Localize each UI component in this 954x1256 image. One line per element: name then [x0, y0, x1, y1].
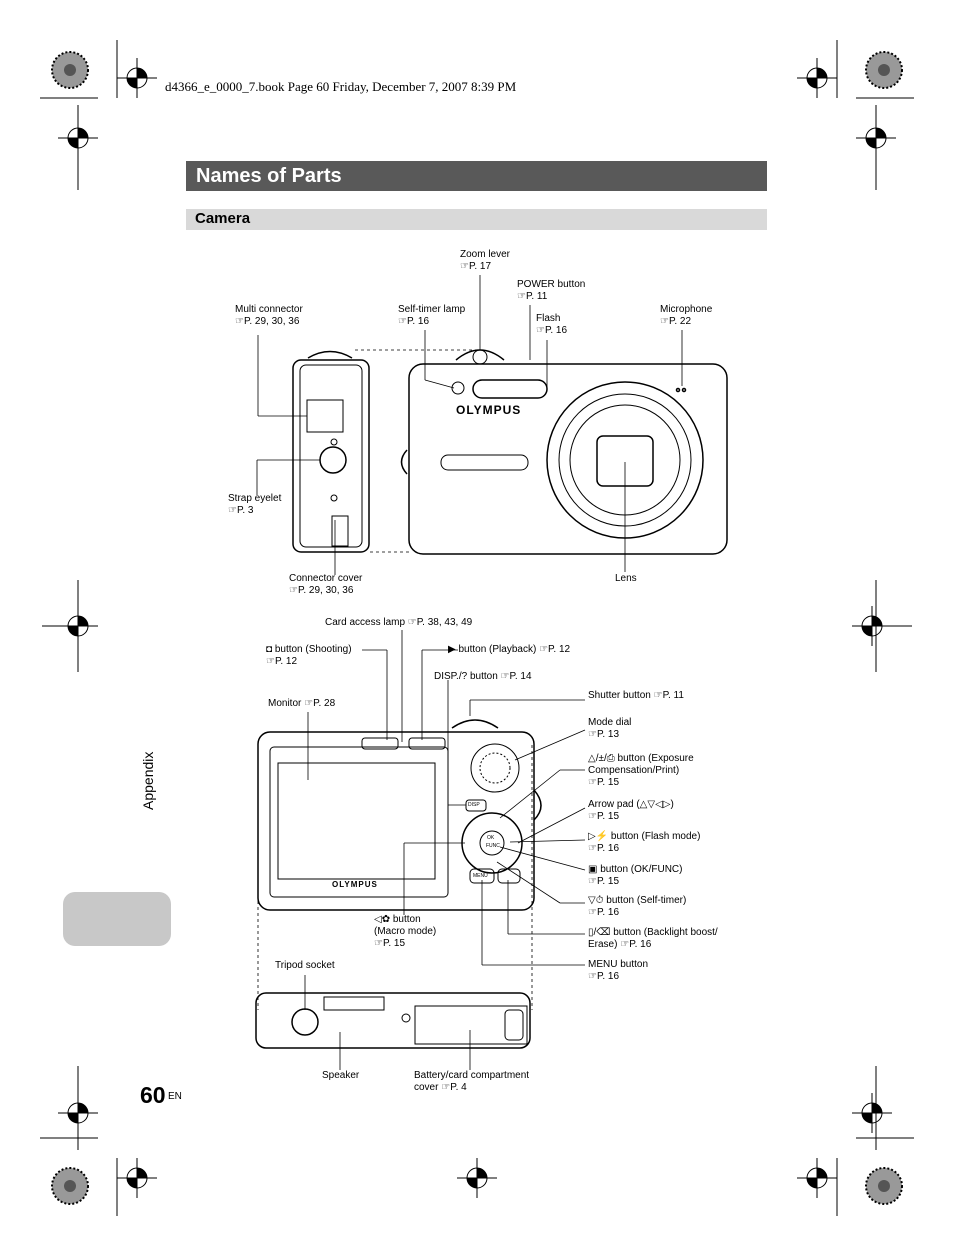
disp-button-glyph: DISP [468, 802, 480, 808]
label-shutter-button: Shutter button ☞P. 11 [588, 690, 684, 701]
label-self-timer-button: ▽⏱ button (Self-timer)☞P. 16 [588, 895, 687, 918]
registration-sunburst-icon [51, 51, 89, 89]
label-speaker: Speaker [322, 1070, 360, 1081]
section-title-bar: Names of Parts [186, 161, 767, 191]
label-self-timer-lamp: Self-timer lamp☞P. 16 [398, 304, 466, 327]
label-power-button: POWER button☞P. 11 [517, 279, 586, 302]
label-menu-button: MENU button☞P. 16 [588, 959, 649, 982]
registration-crosshair [852, 1093, 892, 1133]
label-card-access-lamp: Card access lamp ☞P. 38, 43, 49 [325, 617, 473, 628]
label-multi-connector: Multi connector☞P. 29, 30, 36 [235, 304, 303, 327]
registration-crosshair [117, 1158, 157, 1198]
appendix-tab [63, 892, 171, 946]
menu-button-glyph: MENU [473, 873, 488, 879]
registration-crosshair [58, 118, 98, 158]
label-mode-dial: Mode dial☞P. 13 [588, 717, 632, 740]
print-header-line: d4366_e_0000_7.book Page 60 Friday, Dece… [165, 79, 517, 94]
registration-sunburst-icon [51, 1167, 89, 1205]
label-arrow-pad: Arrow pad (△▽◁▷)☞P. 15 [588, 799, 674, 822]
page-number: 60 [140, 1082, 166, 1108]
page-language: EN [168, 1091, 182, 1102]
ok-button-glyph: OK [487, 835, 495, 841]
camera-bottom-view [255, 992, 531, 1049]
section-title: Names of Parts [196, 165, 342, 187]
label-playback-button: ▶ button (Playback) ☞P. 12 [448, 644, 571, 655]
subsection-title: Camera [195, 210, 251, 227]
label-macro-button: ◁✿ button(Macro mode)☞P. 15 [374, 914, 437, 949]
registration-crosshair [797, 1158, 837, 1198]
camera-side-view [292, 359, 370, 553]
olympus-logo-front: OLYMPUS [456, 403, 522, 417]
subsection-bar: Camera [186, 209, 767, 230]
registration-crosshair [457, 1158, 497, 1198]
registration-sunburst-icon [865, 51, 903, 89]
label-zoom-lever: Zoom lever☞P. 17 [460, 249, 511, 272]
camera-front-view [408, 363, 728, 555]
registration-crosshair [117, 58, 157, 98]
label-microphone: Microphone☞P. 22 [660, 304, 713, 327]
label-disp-button: DISP./? button ☞P. 14 [434, 671, 532, 682]
registration-crosshair [58, 606, 98, 646]
label-strap-eyelet: Strap eyelet☞P. 3 [228, 493, 282, 516]
olympus-logo-back: OLYMPUS [332, 880, 378, 889]
registration-crosshair [58, 1093, 98, 1133]
label-lens: Lens [615, 573, 637, 584]
camera-back-view [257, 731, 535, 911]
label-flash: Flash☞P. 16 [536, 313, 568, 336]
label-tripod-socket: Tripod socket [275, 960, 335, 971]
label-flash-mode-button: ▷⚡ button (Flash mode)☞P. 16 [588, 831, 701, 854]
label-connector-cover: Connector cover☞P. 29, 30, 36 [289, 573, 363, 596]
registration-sunburst-icon [865, 1167, 903, 1205]
registration-crosshair [797, 58, 837, 98]
registration-crosshair [852, 606, 892, 646]
func-button-glyph: FUNC [486, 843, 500, 849]
label-ok-func-button: ▣ button (OK/FUNC)☞P. 15 [588, 864, 683, 887]
label-backlight-button: ▯/⌫ button (Backlight boost/Erase) ☞P. 1… [588, 927, 718, 950]
label-monitor: Monitor ☞P. 28 [268, 698, 336, 709]
label-shooting-button: ◘ button (Shooting)☞P. 12 [266, 644, 352, 667]
registration-crosshair [856, 118, 896, 158]
